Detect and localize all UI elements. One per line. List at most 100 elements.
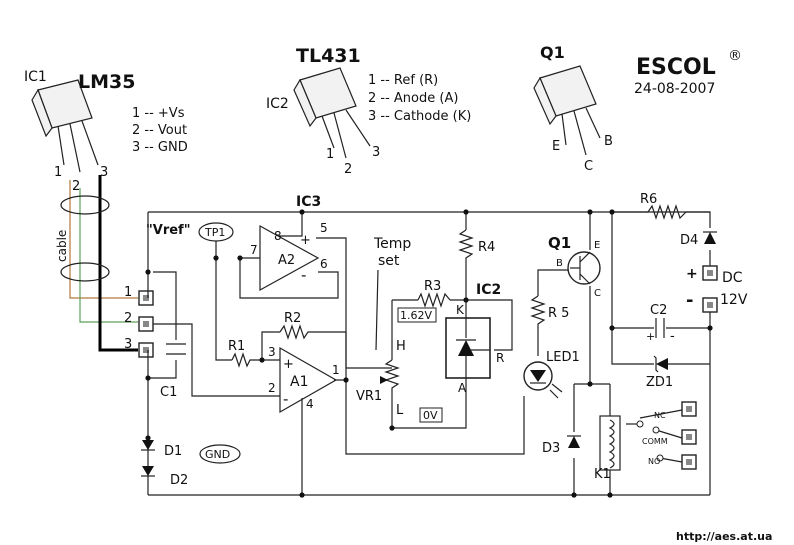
q1-ref: Q1: [540, 43, 565, 62]
ic2-pin-3: 3: [372, 145, 380, 160]
ic1-pin1-desc: 1 -- +Vs: [132, 106, 185, 121]
ic1-pin-1: 1: [54, 165, 62, 180]
a2-label: A2: [278, 253, 295, 268]
temp-label: Temp: [373, 236, 411, 252]
q1-symbol-label: Q1: [548, 234, 571, 252]
relay-k1-coil: [599, 415, 621, 471]
r2-label: R2: [284, 311, 301, 326]
tl431-k: K: [456, 303, 465, 317]
r1-label: R1: [228, 339, 245, 354]
r5-label: R 5: [548, 306, 569, 321]
potentiometer-vr1: [384, 359, 400, 392]
vr1-label: VR1: [356, 389, 382, 404]
c2-label: C2: [650, 303, 667, 318]
resistor-r2: [279, 324, 312, 340]
comm-label: COMM: [642, 437, 668, 446]
ic2-symbol-label: IC2: [476, 282, 501, 298]
a1-pin3: 3: [268, 345, 276, 359]
tp1-label: TP1: [204, 226, 225, 239]
a1-pin4: 4: [306, 397, 314, 411]
gnd-label: GND: [205, 448, 230, 461]
temp-set-arrow: [375, 269, 379, 351]
terminal-2-num: 2: [124, 311, 132, 326]
ic2-name: TL431: [296, 45, 361, 67]
c2-plus: +: [646, 330, 655, 343]
c2-minus: -: [670, 329, 675, 344]
diode-d2: [141, 466, 155, 477]
diode-d4: [704, 232, 716, 244]
q1-package: [533, 65, 601, 156]
a1-pin2: 2: [268, 381, 276, 395]
diode-d3: [568, 436, 580, 448]
zd1-label: ZD1: [646, 375, 673, 390]
capacitor-c1: [166, 343, 186, 355]
sensor-cable: [60, 175, 138, 352]
wiring: [147, 211, 711, 496]
ic1-name: LM35: [78, 71, 135, 93]
dc-label: DC: [722, 270, 743, 286]
nc-label: NC: [654, 411, 666, 420]
brand-name: ESCOL: [636, 55, 716, 80]
opamp-a2: [259, 224, 320, 292]
q1-c: C: [594, 288, 601, 299]
diode-d1: [141, 440, 155, 451]
q1-pin-b: B: [604, 134, 613, 149]
junctions: [145, 209, 713, 498]
q1-e: E: [594, 240, 600, 251]
no-label: NO: [648, 457, 660, 466]
ic1-pin-3: 3: [100, 165, 108, 180]
a2-plus: +: [300, 233, 311, 248]
q1-symbol: [567, 251, 601, 285]
r4-label: R4: [478, 240, 495, 255]
v12-label: 12V: [720, 292, 748, 308]
d2-label: D2: [170, 473, 188, 488]
tl431-a: A: [458, 381, 467, 395]
ic3-label: IC3: [296, 194, 321, 210]
ic2-ref: IC2: [266, 96, 289, 112]
a2-pin7: 7: [250, 243, 258, 257]
d1-label: D1: [164, 444, 182, 459]
c1-label: C1: [160, 385, 177, 400]
gnd-marker: [199, 444, 241, 464]
brand-date: 24-08-2007: [634, 81, 715, 97]
source-url: http://aes.at.ua: [676, 530, 772, 543]
dc-minus-sign: -: [686, 290, 693, 311]
ic1-pin2-desc: 2 -- Vout: [132, 123, 187, 138]
resistor-r3: [417, 292, 451, 308]
zener-zd1: [656, 358, 668, 370]
resistor-r6: [647, 204, 687, 220]
ic1-pin-2: 2: [72, 179, 80, 194]
vr1-l: L: [396, 403, 404, 418]
a1-pin1: 1: [332, 363, 340, 377]
a2-minus: -: [301, 266, 306, 284]
opamp-a1: [279, 346, 338, 414]
a2-pin5: 5: [320, 221, 328, 235]
vref-label: "Vref": [146, 223, 191, 238]
r3-label: R3: [424, 279, 441, 294]
set-label: set: [378, 253, 400, 269]
k1-label: K1: [594, 467, 611, 482]
v0-label: 0V: [423, 409, 438, 422]
d3-label: D3: [542, 441, 560, 456]
q1-pin-e: E: [552, 139, 560, 154]
ic1-pin3-desc: 3 -- GND: [132, 140, 188, 155]
terminal-3-num: 3: [124, 337, 132, 352]
dc-plus-sign: +: [686, 266, 698, 282]
ic2-pin3-desc: 3 -- Cathode (K): [368, 109, 471, 124]
v162-box: [397, 307, 437, 323]
vr1-h: H: [396, 339, 406, 354]
resistor-r5: [530, 295, 546, 328]
lm35-package: [31, 79, 99, 173]
tl431-r: R: [496, 351, 504, 365]
ic1-ref: IC1: [24, 69, 47, 85]
ic2-pin-1: 1: [326, 147, 334, 162]
v162-label: 1.62V: [400, 309, 432, 322]
r6-label: R6: [640, 192, 657, 207]
terminal-1-num: 1: [124, 285, 132, 300]
ic2-pin-2: 2: [344, 162, 352, 177]
a2-pin8: 8: [274, 229, 282, 243]
tl431-package: [293, 67, 371, 159]
q1-pin-c: C: [584, 159, 593, 174]
